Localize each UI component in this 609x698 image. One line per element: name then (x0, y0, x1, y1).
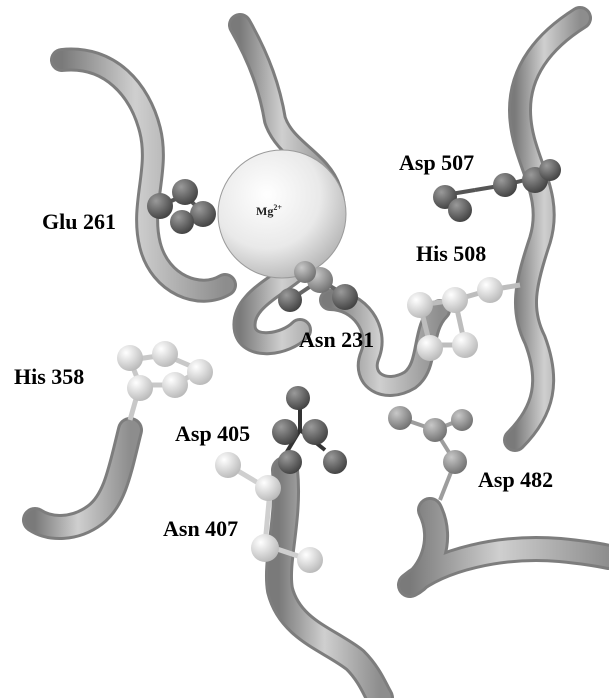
label-asn231: Asn 231 (299, 327, 375, 352)
label-asn407: Asn 407 (163, 516, 239, 541)
his358-atoms (117, 341, 213, 421)
asn407-atoms (215, 452, 323, 573)
label-his358: His 358 (14, 364, 85, 389)
asp405-atoms (272, 386, 347, 474)
label-his508: His 508 (416, 241, 487, 266)
mg-element: Mg (256, 204, 274, 218)
label-glu261: Glu 261 (42, 209, 116, 234)
asp482-atoms (388, 406, 473, 501)
asn231-atoms (278, 261, 358, 312)
mg-ion-label: Mg2+ (256, 203, 282, 219)
mg-ion-sphere (217, 149, 347, 279)
glu261-atoms (147, 179, 216, 234)
label-asp405: Asp 405 (175, 421, 251, 446)
label-asp507: Asp 507 (399, 150, 475, 175)
his508-atoms (407, 277, 521, 361)
protein-ribbons (22, 6, 609, 698)
mg-charge: 2+ (273, 203, 282, 212)
label-asp482: Asp 482 (478, 467, 554, 492)
asp507-atoms (433, 159, 561, 222)
